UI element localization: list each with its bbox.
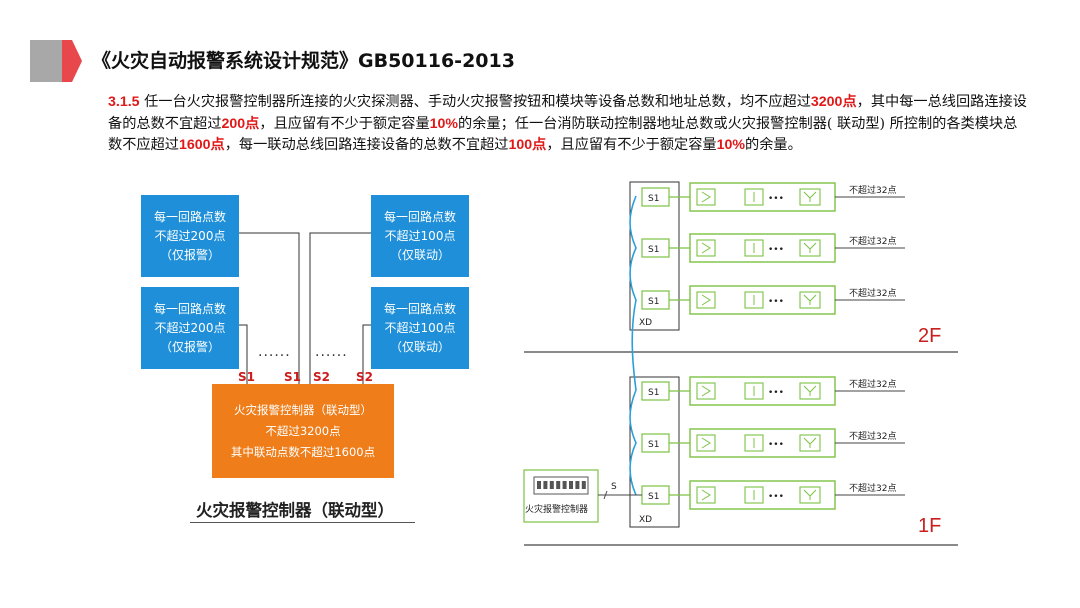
device-glyph — [803, 437, 817, 448]
paragraph-text: ，且应留有不少于额定容量 — [259, 115, 430, 132]
paragraph-text: 的余量。 — [745, 137, 802, 153]
panel-slot — [543, 481, 548, 489]
label-s2-b: S2 — [356, 370, 373, 384]
panel-slot — [581, 481, 586, 489]
highlight-text: 10% — [716, 137, 745, 153]
link-loop-box-top: 每一回路点数 不超过100点 （仅联动） — [371, 195, 469, 277]
floor-label-1f: 1F — [918, 515, 941, 537]
paragraph-text: ，且应留有不少于额定容量 — [546, 137, 717, 153]
limit-label: 不超过32点 — [849, 184, 896, 196]
detector-glyph — [701, 294, 711, 306]
paragraph-text: ，每一联动总线回路连接设备的总数不宜超过 — [224, 137, 509, 153]
ellipsis: ••• — [768, 388, 784, 398]
paragraph-text: 的余量；任一台消防联动控制器地址总数或火灾报警控制器( 联动型) 所控制的各类模… — [108, 115, 1018, 154]
limit-label: 不超过32点 — [849, 482, 896, 494]
panel-slot — [549, 481, 554, 489]
highlight-text: 3200点 — [810, 94, 857, 110]
left-diagram-caption: 火灾报警控制器（联动型） — [196, 501, 394, 520]
paragraph-text: ，其中每一总线回路连接设备的总数不宜超过 — [108, 94, 1027, 132]
detector-icon — [696, 188, 716, 206]
regulation-paragraph: 3.1.5 任一台火灾报警控制器所连接的火灾探测器、手动火灾报警按钮和模块等设备… — [108, 92, 1028, 157]
highlight-text: 200点 — [221, 115, 260, 132]
sounder-icon — [799, 188, 821, 206]
module-icon — [799, 434, 821, 452]
s1-label: S1 — [648, 245, 659, 255]
panel-display — [533, 476, 589, 495]
page-title: 《火灾自动报警系统设计规范》GB50116-2013 — [92, 50, 515, 72]
ellipsis: ••• — [768, 297, 784, 307]
panel-slot — [537, 481, 541, 489]
device-glyph — [803, 385, 817, 396]
s1-label: S1 — [648, 194, 659, 204]
s1-label: S1 — [648, 388, 659, 398]
highlight-text: 100点 — [508, 137, 547, 153]
floor-label-2f: 2F — [918, 325, 941, 347]
alarm-loop-box-bottom: 每一回路点数 不超过200点 （仅报警） — [141, 287, 239, 369]
controller-box: 火灾报警控制器（联动型） 不超过3200点 其中联动点数不超过1600点 — [212, 384, 394, 478]
panel-tick — [603, 490, 608, 500]
limit-label: 不超过32点 — [849, 378, 896, 390]
panel-slot — [575, 481, 580, 489]
limit-label: 不超过32点 — [849, 287, 896, 299]
highlight-text: 1600点 — [178, 137, 225, 153]
alarm-loop-box-top: 每一回路点数 不超过200点 （仅报警） — [141, 195, 239, 277]
s-label: S — [611, 482, 617, 492]
device-glyph — [803, 294, 817, 305]
panel-slot — [569, 481, 573, 489]
s1-label: S1 — [648, 492, 659, 502]
ellipsis: ••• — [768, 194, 784, 204]
paragraph-text: 任一台火灾报警控制器所连接的火灾探测器、手动火灾报警按钮和模块等设备总数和地址总… — [139, 94, 811, 110]
xd-label: XD — [639, 515, 652, 525]
highlight-text: 3.1.5 — [108, 94, 140, 110]
caption-underline — [190, 522, 415, 523]
detector-glyph — [701, 489, 711, 501]
detector-glyph — [701, 437, 711, 449]
ellipsis: ••• — [768, 492, 784, 502]
detector-glyph — [701, 385, 711, 397]
detector-icon — [696, 291, 716, 309]
highlight-text: 10% — [429, 115, 459, 132]
link-loop-box-bottom: 每一回路点数 不超过100点 （仅联动） — [371, 287, 469, 369]
limit-label: 不超过32点 — [849, 430, 896, 442]
module-icon — [799, 291, 821, 309]
label-s2-a: S2 — [313, 370, 330, 384]
detector-icon — [696, 434, 716, 452]
device-glyph — [803, 191, 817, 202]
title-accent-bar — [30, 40, 82, 82]
device-glyph — [803, 489, 817, 500]
label-s1-b: S1 — [284, 370, 301, 384]
ellipsis: ••• — [768, 440, 784, 450]
s1-label: S1 — [648, 440, 659, 450]
detector-icon — [696, 382, 716, 400]
panel-slot — [562, 481, 567, 489]
right-dots: ...... — [315, 344, 348, 360]
detector-glyph — [701, 242, 711, 254]
module-icon — [799, 486, 821, 504]
s1-label: S1 — [648, 297, 659, 307]
left-dots: ...... — [258, 344, 291, 360]
detector-glyph — [701, 191, 711, 203]
riser-cable — [629, 195, 637, 496]
detector-icon — [696, 239, 716, 257]
detector-icon — [696, 486, 716, 504]
panel-label: 火灾报警控制器 — [525, 503, 588, 515]
limit-label: 不超过32点 — [849, 235, 896, 247]
xd-label: XD — [639, 318, 652, 328]
ellipsis: ••• — [768, 245, 784, 255]
panel-slot — [556, 481, 561, 489]
module-icon — [799, 239, 821, 257]
device-glyph — [803, 242, 817, 253]
sounder-icon — [799, 382, 821, 400]
label-s1-a: S1 — [238, 370, 255, 384]
